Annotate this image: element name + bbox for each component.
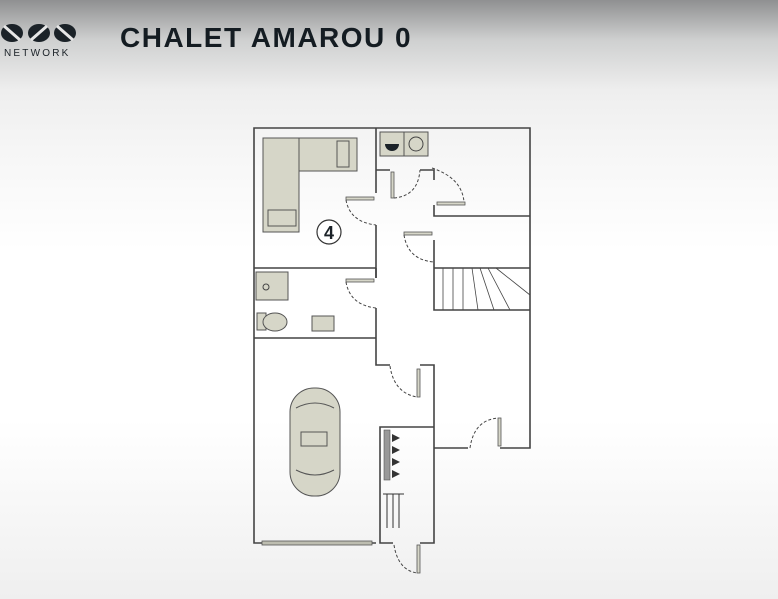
washing-machine (379, 131, 405, 157)
garage-door (261, 540, 373, 546)
room-label: 4 (316, 219, 342, 245)
room-number: 4 (324, 223, 334, 243)
bike-rack (383, 493, 404, 528)
doors (261, 167, 502, 574)
car-icon (289, 387, 341, 497)
stairs (442, 267, 531, 311)
dryer (403, 131, 429, 157)
shower (255, 271, 289, 301)
bed (262, 137, 358, 233)
network-logo (1, 24, 76, 42)
toilet (256, 312, 288, 332)
ski-rack (383, 429, 400, 481)
logo-text: NETWORK (4, 48, 71, 59)
page-title: CHALET AMAROU 0 (120, 22, 413, 53)
sink (311, 315, 335, 332)
